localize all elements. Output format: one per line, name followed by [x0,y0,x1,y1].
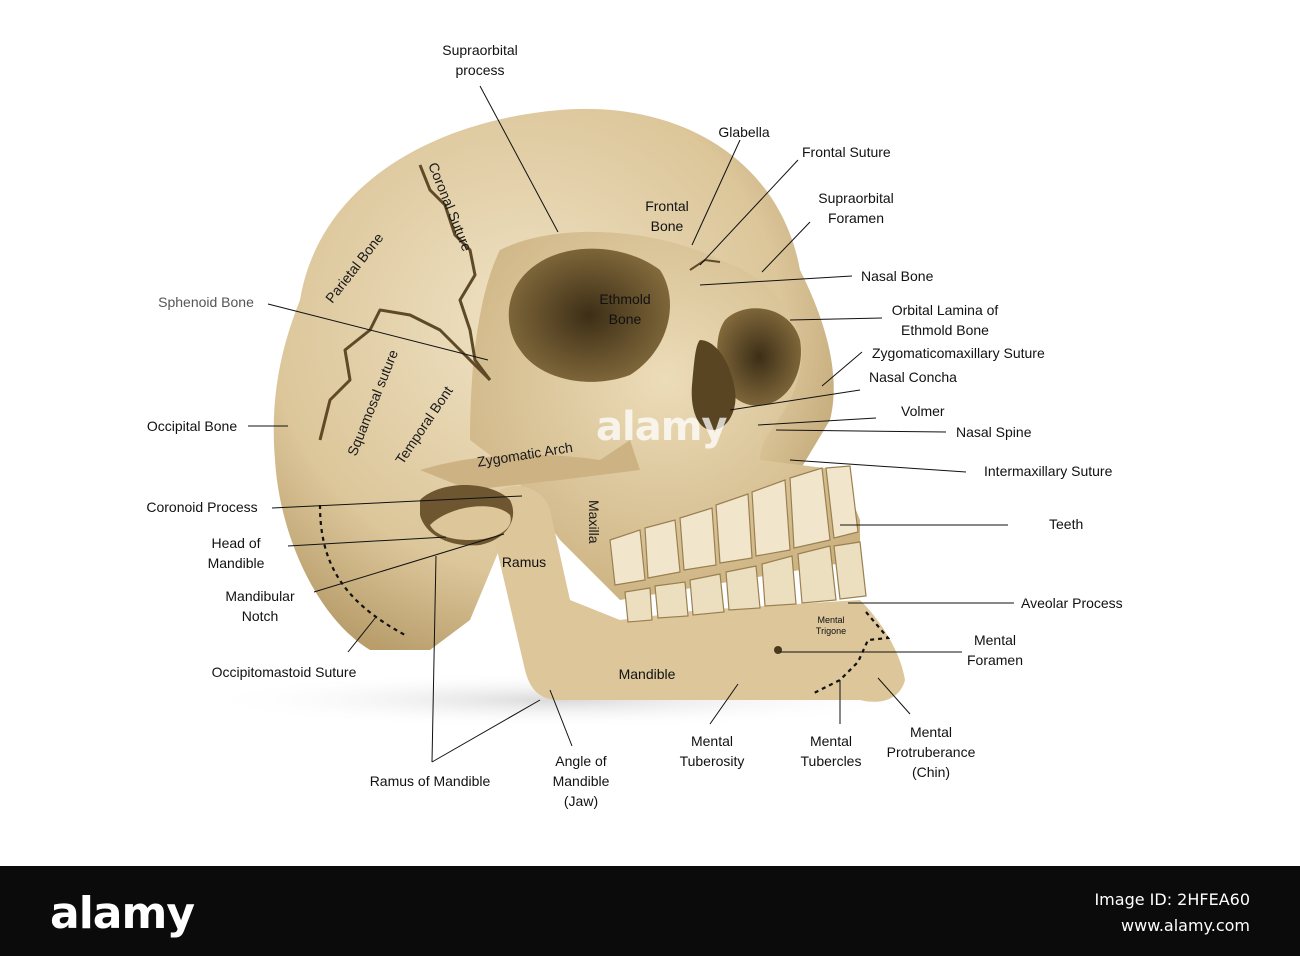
label-mental-tubercles: Mental Tubercles [800,733,862,769]
label-frontal-bone: Frontal Bone [645,198,689,234]
watermark: alamy [596,404,727,450]
right-orbit [717,308,801,406]
leader-mandibular-notch [313,533,505,593]
label-mandibular-notch: Mandibular Notch [225,588,295,624]
skull-illustration [200,85,1014,763]
head-of-mandible-bone [430,506,511,540]
label-frontal-suture: Frontal Suture [802,144,891,160]
label-nasal-concha: Nasal Concha [869,369,957,385]
label-mental-trigone: Mental Trigone [815,615,847,636]
label-coronoid-process: Coronoid Process [146,499,258,515]
left-orbit [508,248,670,382]
label-mental-protruberance: Mental Protruberance (Chin) [886,724,976,780]
leader-coronoid-process [271,495,523,509]
label-ethmold-bone: Ethmold Bone [599,291,651,327]
label-orbital-lamina: Orbital Lamina of Ethmold Bone [891,302,999,338]
label-occipitomastoid-suture: Occipitomastoid Suture [211,664,357,680]
label-ramus: Ramus [501,554,547,570]
leader-supraorbital-process [479,85,559,233]
zygomatic-arch-bone [420,440,640,490]
leader-nasal-bone [699,275,853,286]
leader-orbital-lamina [789,317,883,321]
label-occipital-bone: Occipital Bone [146,418,238,434]
label-sphenoid-bone: Sphenoid Bone [158,294,254,310]
leader-nasal-concha [729,389,861,411]
label-head-of-mandible: Head of Mandible [207,535,265,571]
label-angle-of-mandible: Angle of Mandible (Jaw) [552,753,610,809]
leader-ramus-of-mandible-a [431,555,437,763]
leader-zygomaticomaxillary [821,351,863,387]
leader-ramus-of-mandible-b [431,699,541,763]
label-maxilla: Maxilla [586,500,602,544]
label-aveolar-process: Aveolar Process [1021,595,1123,611]
label-nasal-spine: Nasal Spine [956,424,1032,440]
leader-sphenoid-bone [267,303,489,361]
squamosal-suture-line [318,308,492,441]
skull-diagram: Supraorbital process Glabella Frontal Su… [146,42,1123,809]
label-teeth: Teeth [1049,516,1084,532]
brand-logo: alamy [50,888,195,939]
coronal-suture-line [418,164,492,381]
leader-intermaxillary [789,459,967,473]
stock-footer-bar: alamy Image ID: 2HFEA60 www.alamy.com [0,866,1300,956]
occipitomastoid-dashed-line [318,504,406,636]
leader-nasal-spine [775,429,947,433]
leader-head-of-mandible [287,536,447,547]
label-mental-tuberosity: Mental Tuberosity [679,733,745,769]
label-mental-foramen: Mental Foramen [966,632,1024,668]
label-supraorbital-foramen: Supraorbital Foramen [818,190,894,226]
label-ramus-of-mandible: Ramus of Mandible [369,773,491,789]
leader-mental-tuberosity [709,683,739,725]
label-intermaxillary-suture: Intermaxillary Suture [984,463,1113,479]
label-glabella: Glabella [718,124,770,140]
leader-glabella [691,139,741,246]
leader-frontal-suture [699,159,799,266]
label-volmer: Volmer [901,403,945,419]
upper-teeth [609,465,859,586]
image-id: Image ID: 2HFEA60 [1094,890,1250,909]
mental-foramen-dot [774,646,782,654]
leader-occipitomastoid [347,616,377,653]
leader-supraorbital-foramen [761,221,811,273]
leader-lines [248,85,1014,763]
label-mandible: Mandible [618,666,676,682]
label-nasal-bone: Nasal Bone [861,268,934,284]
leader-volmer [757,417,877,426]
site-url: www.alamy.com [1121,916,1250,935]
lower-teeth [624,541,867,623]
label-supraorbital-process: Supraorbital process [442,42,518,78]
leader-mental-protruberance [877,677,911,715]
mandible-bone [490,486,905,702]
mental-protuberance-dashed-line [811,611,891,695]
label-zygomaticomaxillary-suture: Zygomaticomaxillary Suture [872,345,1045,361]
leader-angle-of-mandible [549,689,573,747]
nasal-opening [691,340,736,430]
